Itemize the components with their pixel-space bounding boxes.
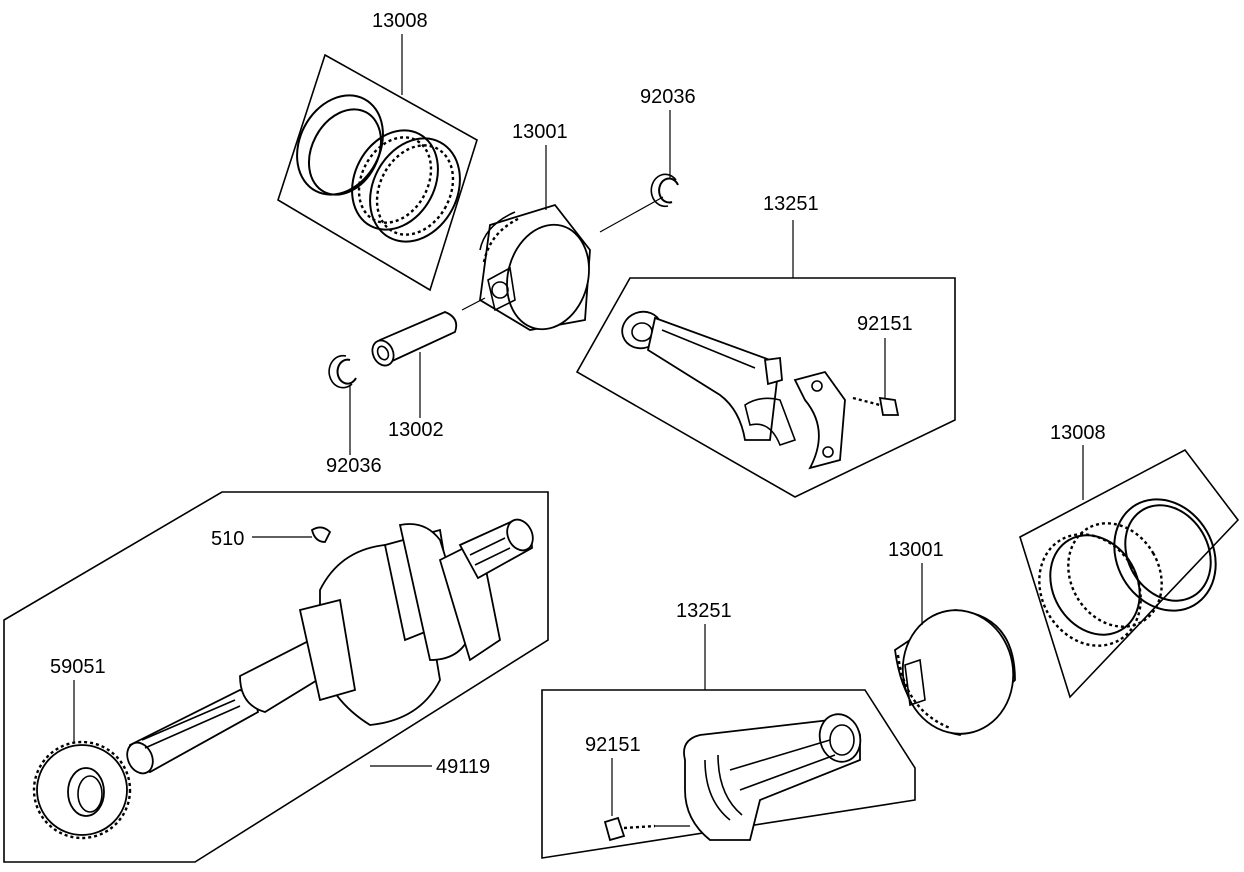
crankshaft-box <box>3 491 549 863</box>
bolt-bottom[interactable] <box>603 816 656 842</box>
label-59051: 59051 <box>50 656 106 678</box>
label-92151-top: 92151 <box>857 313 913 335</box>
piston-ring-set-top[interactable] <box>277 53 478 292</box>
piston-ring-set-right-box <box>1019 448 1240 699</box>
label-13008-right: 13008 <box>1050 422 1106 444</box>
label-92151-bottom: 92151 <box>585 734 641 756</box>
conrod-bottom-box <box>541 689 916 859</box>
connecting-rod-top[interactable] <box>617 306 846 470</box>
label-13008-top: 13008 <box>372 10 428 32</box>
label-49119: 49119 <box>436 756 490 778</box>
circlip-left[interactable] <box>328 354 357 389</box>
woodruff-key[interactable] <box>310 526 332 543</box>
piston-ring-set-right[interactable] <box>1019 481 1235 664</box>
label-13002: 13002 <box>388 419 444 441</box>
piston-pin[interactable] <box>368 311 458 369</box>
label-92036-left: 92036 <box>326 455 382 477</box>
label-13001-top: 13001 <box>512 121 568 143</box>
piston-top[interactable] <box>479 203 600 339</box>
label-510: 510 <box>211 528 244 550</box>
crankshaft[interactable] <box>122 515 537 777</box>
label-13251-bottom: 13251 <box>676 600 732 622</box>
crankshaft-gear[interactable] <box>32 740 132 840</box>
piston-right[interactable] <box>893 601 1023 742</box>
label-13251-top: 13251 <box>763 193 819 215</box>
label-13001-right: 13001 <box>888 539 944 561</box>
connecting-rod-bottom[interactable] <box>683 710 866 841</box>
bolt-top[interactable] <box>852 396 900 416</box>
conrod-top-box <box>575 277 956 498</box>
label-92036-top-right: 92036 <box>640 86 696 108</box>
